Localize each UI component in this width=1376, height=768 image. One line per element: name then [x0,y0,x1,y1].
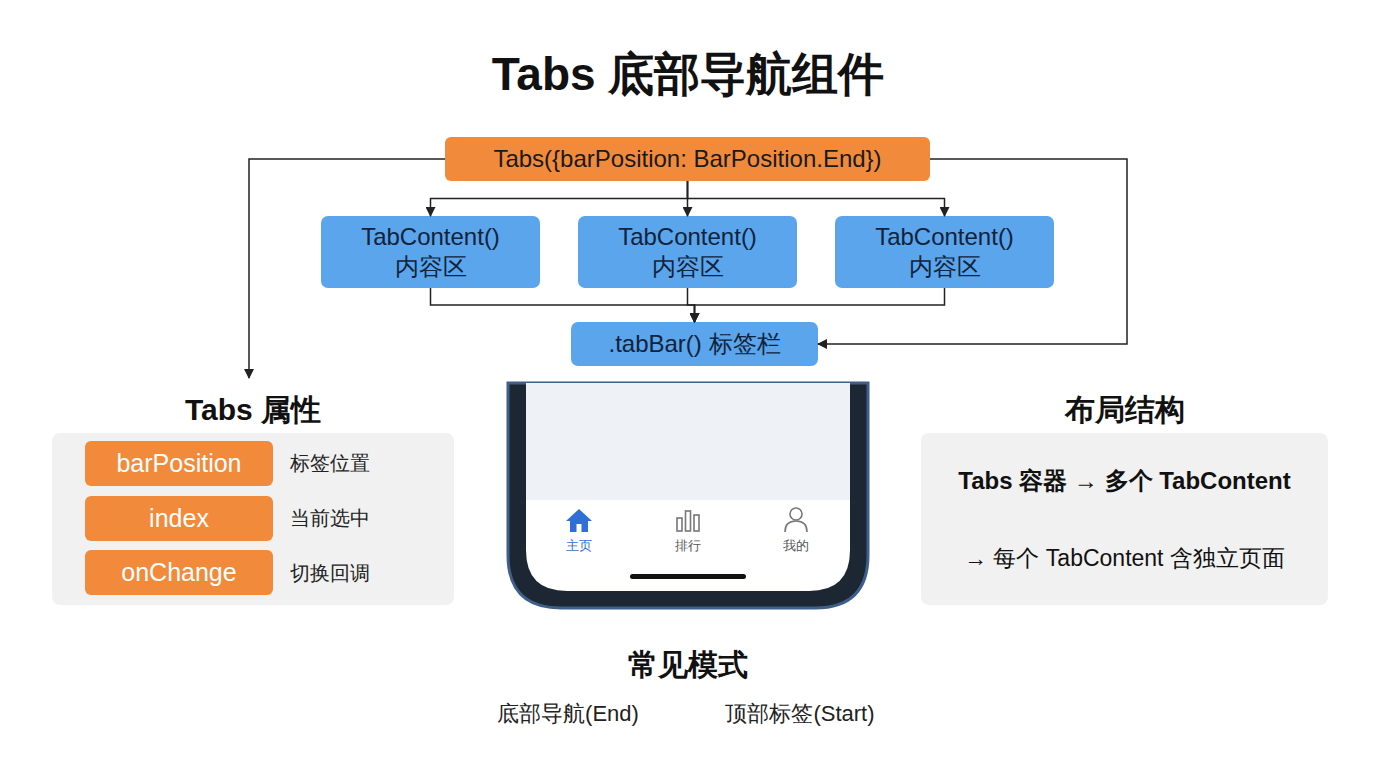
connector-arrow [695,288,945,322]
node-body: → 每个 TabContent 含独立页面 [921,543,1328,574]
node-body: Tabs 容器 → 多个 TabContent [921,465,1328,497]
layout-panel: 布局结构 Tabs 容器 → 多个 TabContent → 每个 TabConte… [921,378,1328,605]
property-pill: index [85,496,273,541]
tabcontent-box: TabContent()内容区 [578,216,797,288]
node-label: index [149,504,209,533]
chart-icon [677,511,699,531]
text-label: 排行 [675,537,701,555]
tabcontent-box: TabContent()内容区 [835,216,1054,288]
text-label: 主页 [566,537,592,555]
property-pill: onChange [85,550,273,595]
node-label: onChange [121,558,236,587]
connector-arrow [818,159,1127,344]
node-label: 布局结构 [921,390,1328,431]
phone-frame [508,383,868,608]
node-body: 内容区 [395,252,467,282]
connector-arrow [687,181,689,216]
text-label: 顶部标签(Start) [725,699,874,729]
text-label: 切换回调 [290,560,370,587]
node-label: TabContent() [361,222,500,252]
tabs-container-box: Tabs({barPosition: BarPosition.End}) [445,137,930,181]
text-label: 常见模式 [628,645,748,686]
node-label: Tabs({barPosition: BarPosition.End}) [493,145,881,173]
properties-panel: Tabs 属性 barPosition index onChange [52,378,454,605]
panel-background [921,433,1328,605]
connector-arrow [431,181,688,216]
property-pill: barPosition [85,441,273,486]
node-label: TabContent() [875,222,1014,252]
connector-arrow [688,181,945,216]
tabcontent-box: TabContent()内容区 [321,216,540,288]
connector-arrow [688,288,695,322]
connector-arrow [431,288,695,322]
node-label: Tabs 属性 [52,390,454,431]
text-label: 当前选中 [290,505,370,532]
phone-screen [526,383,850,591]
text-label: 我的 [783,537,809,555]
home-indicator [630,574,746,579]
person-icon [785,508,807,532]
tabbar-box: .tabBar() 标签栏 [571,322,818,366]
node-label: barPosition [116,449,241,478]
home-icon [566,509,592,532]
node-label: TabContent() [618,222,757,252]
text-label: 底部导航(End) [497,699,639,729]
node-body: 内容区 [909,252,981,282]
screen-content [526,383,850,500]
node-body: 内容区 [652,252,724,282]
node-label: .tabBar() 标签栏 [608,328,780,360]
diagram-title: Tabs 底部导航组件 [492,44,885,106]
text-label: 标签位置 [290,450,370,477]
